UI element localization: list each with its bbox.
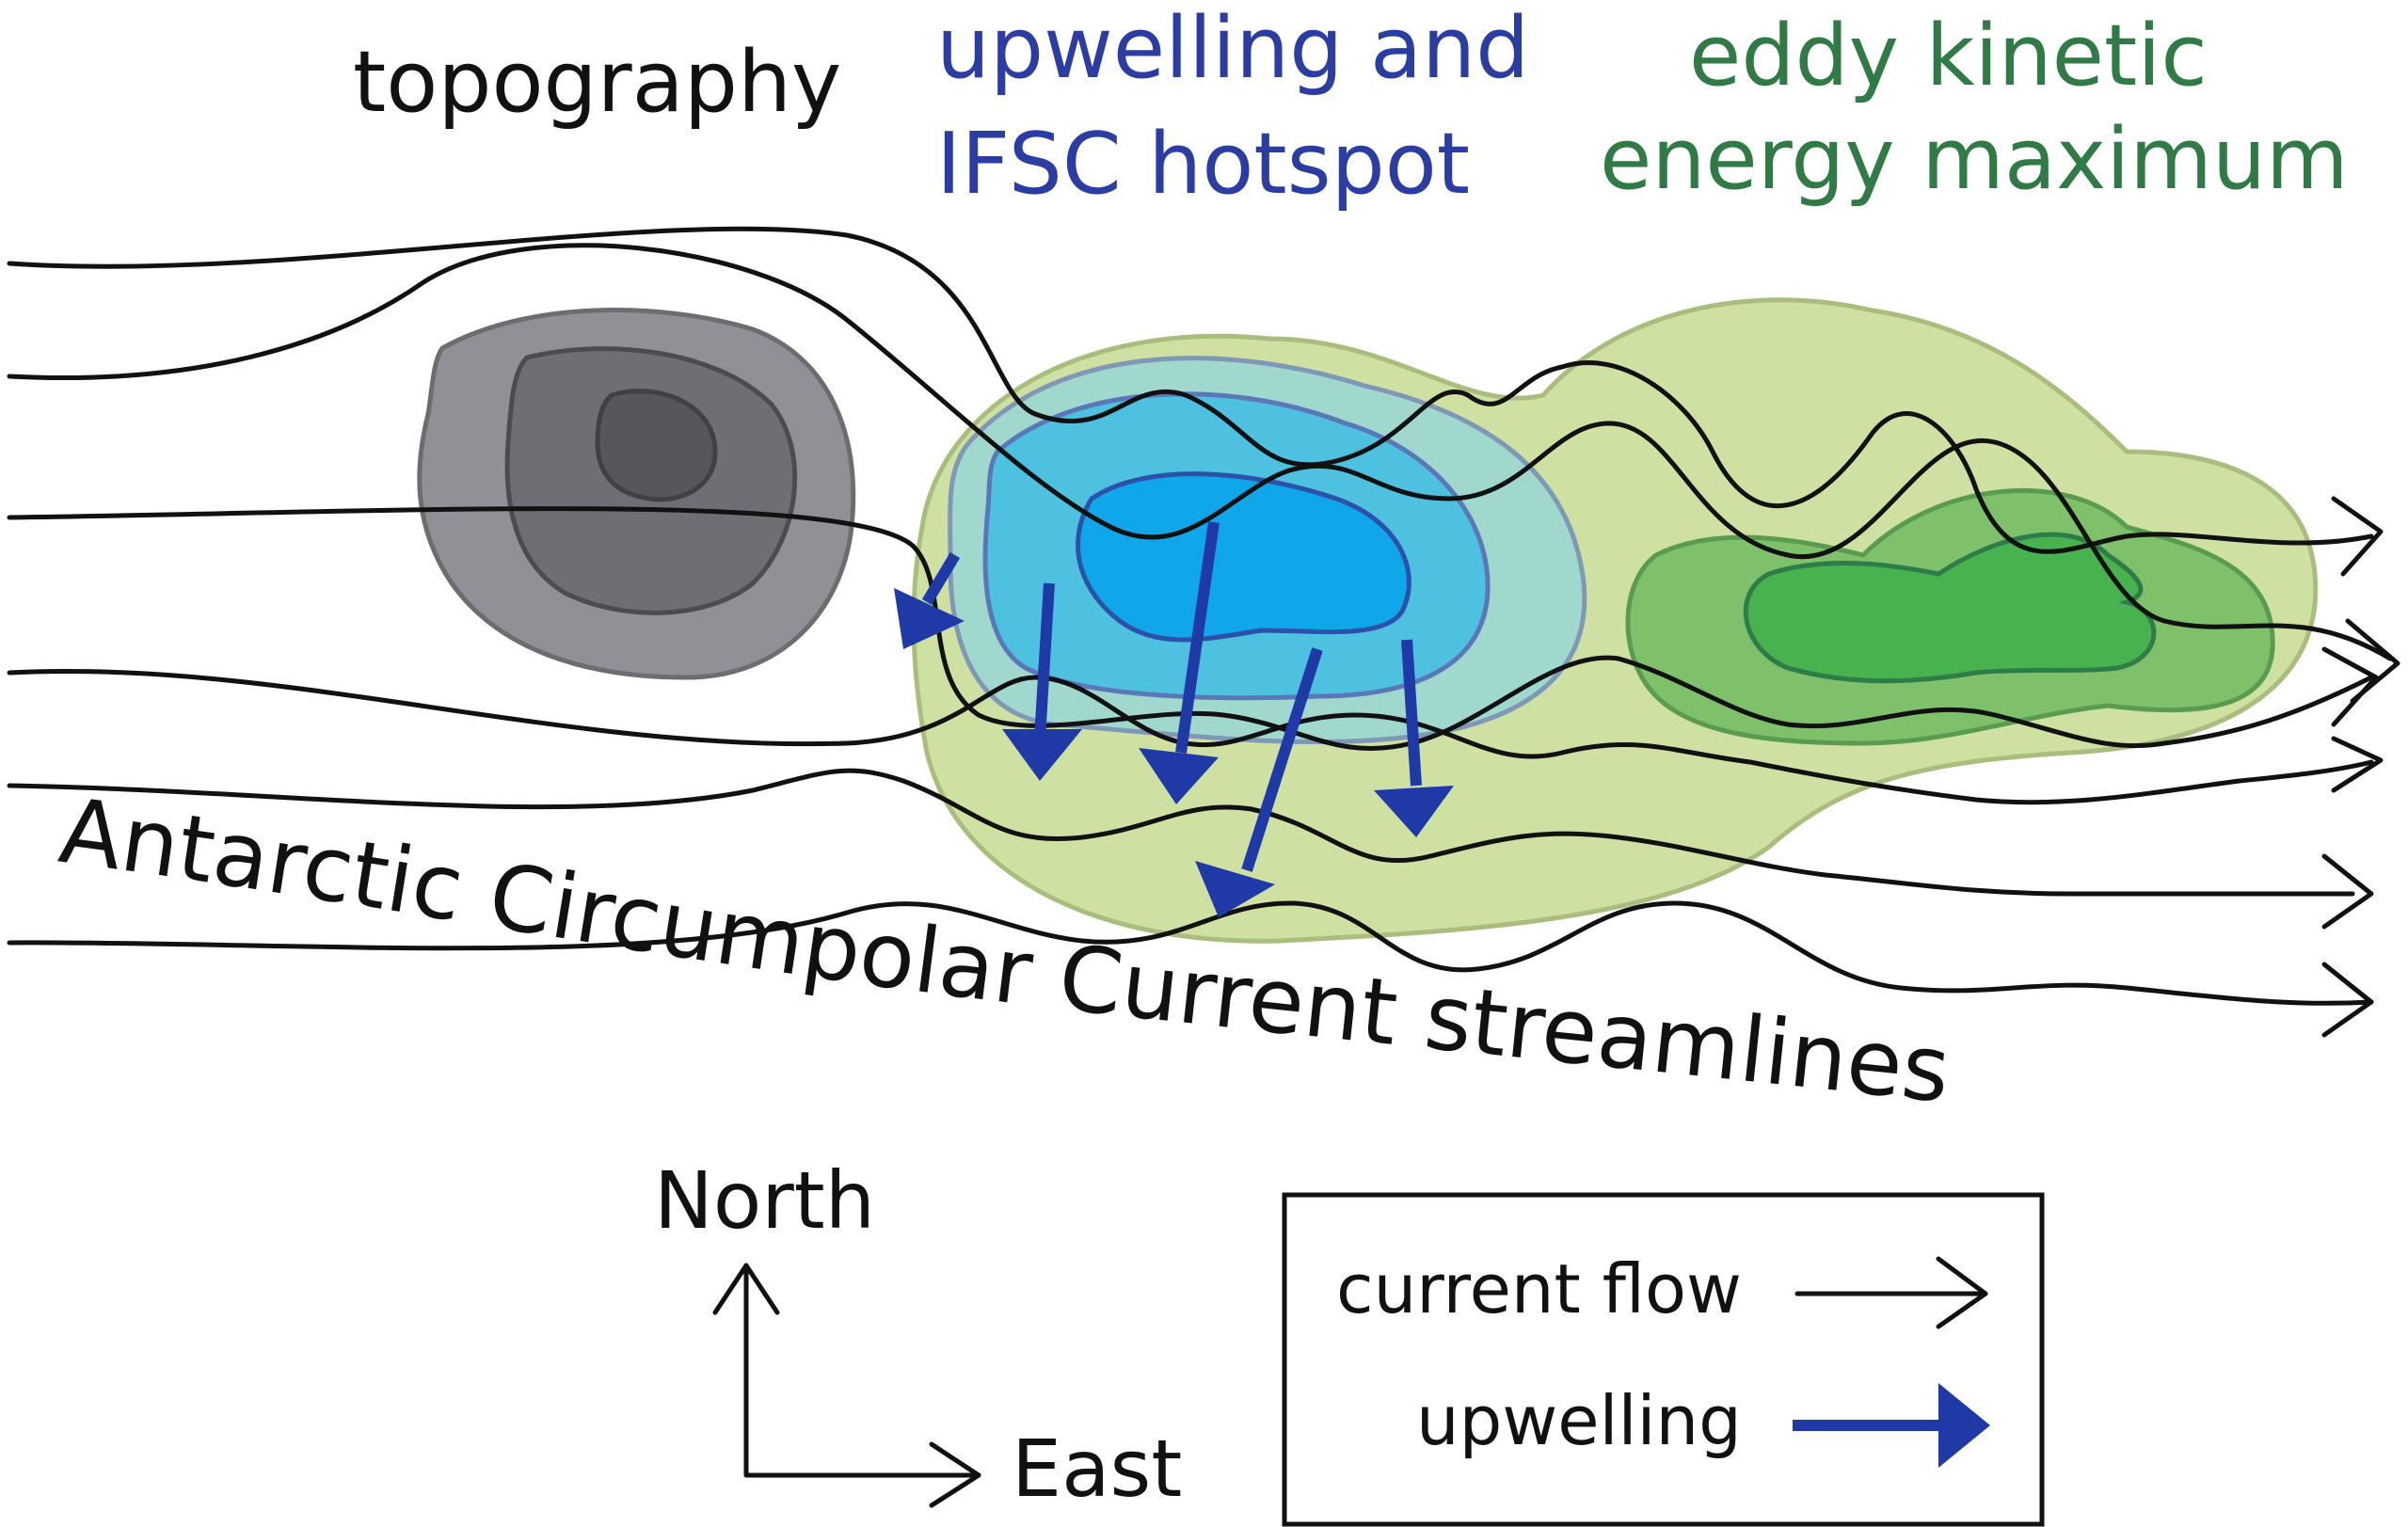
streamline-4 [7, 668, 2374, 805]
upwelling-arrows [894, 521, 1454, 917]
streamline-arrowheads [2321, 496, 2400, 1038]
legend-upwelling-arrow [1793, 1383, 1990, 1468]
upwelling-arrow-1 [894, 551, 965, 649]
east-arrowhead [929, 1441, 981, 1508]
streamline-6 [7, 900, 2374, 1006]
compass-north-label: North [654, 1154, 875, 1247]
upwelling-arrow-2 [1002, 582, 1082, 781]
compass-east-label: East [1012, 1423, 1182, 1515]
legend-current-flow-label: current flow [1336, 1249, 1742, 1328]
streamline-5 [7, 768, 2355, 897]
arrowhead-2 [2345, 618, 2400, 704]
upwelling-arrow-3 [1139, 521, 1220, 804]
arrowhead-3 [2321, 646, 2379, 727]
eke-label-line2: energy maximum [1600, 110, 2349, 209]
streamline-1 [7, 226, 2374, 554]
upwelling-arrow-4 [1195, 647, 1323, 917]
north-arrowhead [712, 1263, 780, 1315]
legend-current-flow-arrow [1794, 1256, 1988, 1329]
topography-inner [595, 389, 718, 502]
arrowhead-4 [2331, 736, 2384, 793]
legend-box [1282, 1192, 2045, 1527]
upwelling-label-line2: IFSC hotspot [936, 115, 1470, 214]
topography-label: topography [353, 33, 841, 132]
arrowhead-6 [2321, 962, 2374, 1038]
arrowhead-5 [2321, 853, 2374, 930]
upwelling-arrow-5 [1374, 639, 1454, 837]
legend-upwelling-label: upwelling [1416, 1381, 1742, 1460]
eke-inner-region [1743, 532, 2157, 684]
compass-axes [743, 1263, 981, 1478]
arrowhead-1 [2331, 496, 2384, 577]
eke-label-line1: eddy kinetic [1689, 7, 2208, 105]
upwelling-label-line1: upwelling and [936, 0, 1529, 98]
compass [712, 1263, 981, 1508]
streamline-2 [7, 243, 2393, 661]
